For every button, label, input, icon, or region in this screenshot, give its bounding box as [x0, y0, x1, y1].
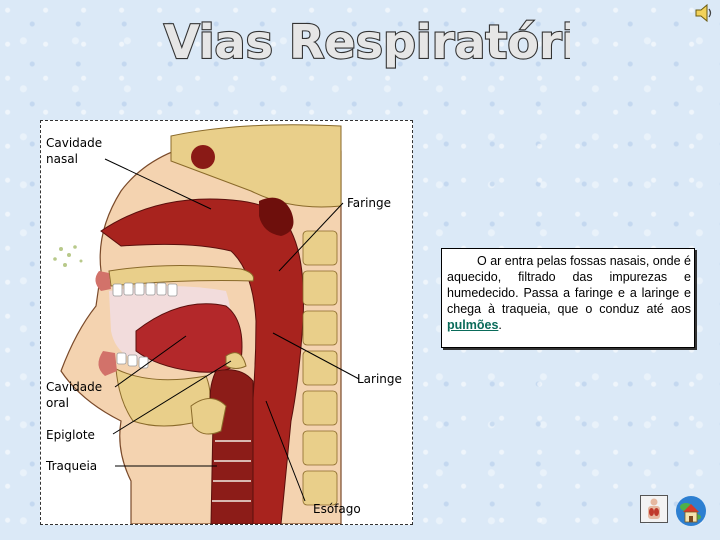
speaker-icon[interactable] — [693, 2, 715, 24]
label-nasal-cavity: Cavidade nasal — [46, 135, 102, 167]
label-trachea: Traqueia — [46, 458, 97, 474]
home-icon[interactable] — [674, 495, 708, 527]
anatomy-figure: Cavidade nasal Faringe Laringe Cavidade … — [40, 120, 413, 525]
info-text-end: . — [498, 318, 501, 332]
label-esophagus: Esófago — [313, 501, 361, 517]
label-epiglottis: Epiglote — [46, 427, 95, 443]
lungs-nav-button[interactable] — [640, 495, 668, 523]
lungs-link[interactable]: pulmões — [447, 318, 498, 332]
label-pharynx: Faringe — [347, 195, 391, 211]
info-textbox: O ar entra pelas fossas nasais, onde é a… — [441, 248, 695, 348]
page-title-text: Vias Respiratórias — [164, 15, 570, 69]
label-larynx: Laringe — [357, 371, 402, 387]
label-oral-cavity: Cavidade oral — [46, 379, 102, 411]
page-title: Vias Respiratórias — [160, 8, 570, 72]
info-text: O ar entra pelas fossas nasais, onde é a… — [447, 254, 691, 316]
lungs-body-icon — [641, 496, 667, 522]
